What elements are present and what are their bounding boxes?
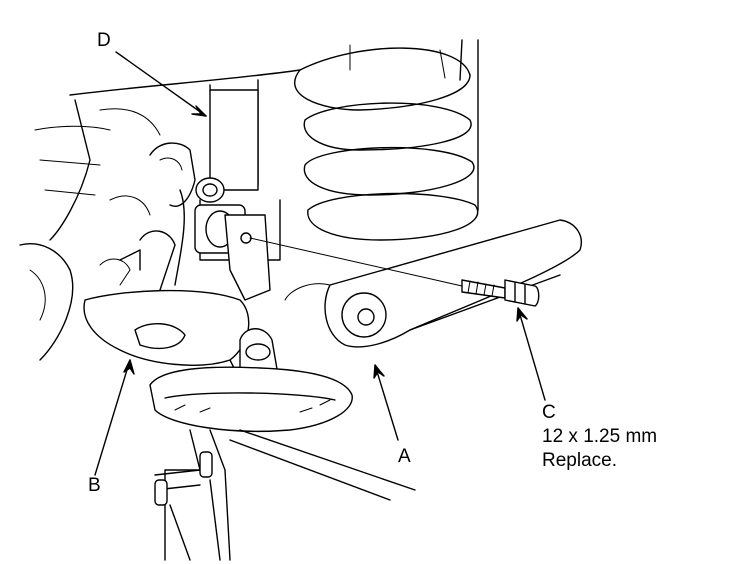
leader-lines (94, 51, 546, 476)
jack-stand (154, 429, 416, 561)
knuckle (99, 142, 196, 291)
shock-absorber (194, 89, 281, 301)
coil-spring (293, 39, 479, 241)
callout-c-note: Replace. (542, 450, 617, 471)
callout-a-label: A (398, 446, 411, 467)
bolt (249, 237, 540, 307)
callout-c-label: C (542, 402, 556, 423)
lower-control-arm (284, 219, 582, 348)
callout-b-label: B (88, 475, 101, 496)
callout-d-label: D (97, 30, 111, 51)
support-plate (149, 366, 353, 432)
front-arm (83, 289, 250, 381)
callout-c-spec: 12 x 1.25 mm (542, 426, 658, 447)
